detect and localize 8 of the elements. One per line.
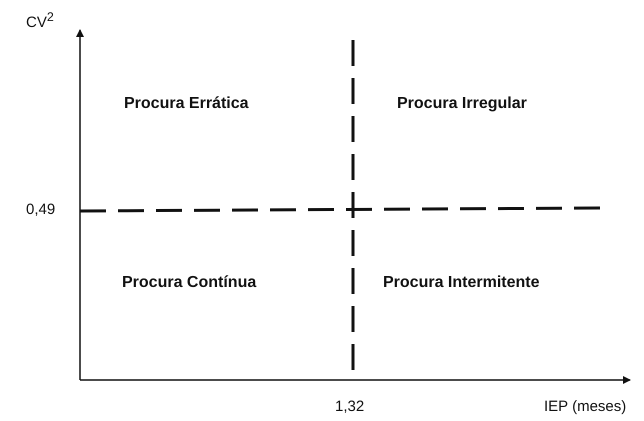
axis-title: IEP (meses) <box>544 398 626 416</box>
tick-label: 0,49 <box>26 201 56 219</box>
quadrant-label: Procura Irregular <box>397 95 527 113</box>
quadrant-label: Procura Intermitente <box>383 274 540 292</box>
axis-title: CV$^{2}$ <box>26 9 54 32</box>
quadrant-label: Procura Errática <box>124 95 249 113</box>
quadrant-label: Procura Contínua <box>122 274 256 292</box>
tick-label: 1,32 <box>335 398 364 416</box>
